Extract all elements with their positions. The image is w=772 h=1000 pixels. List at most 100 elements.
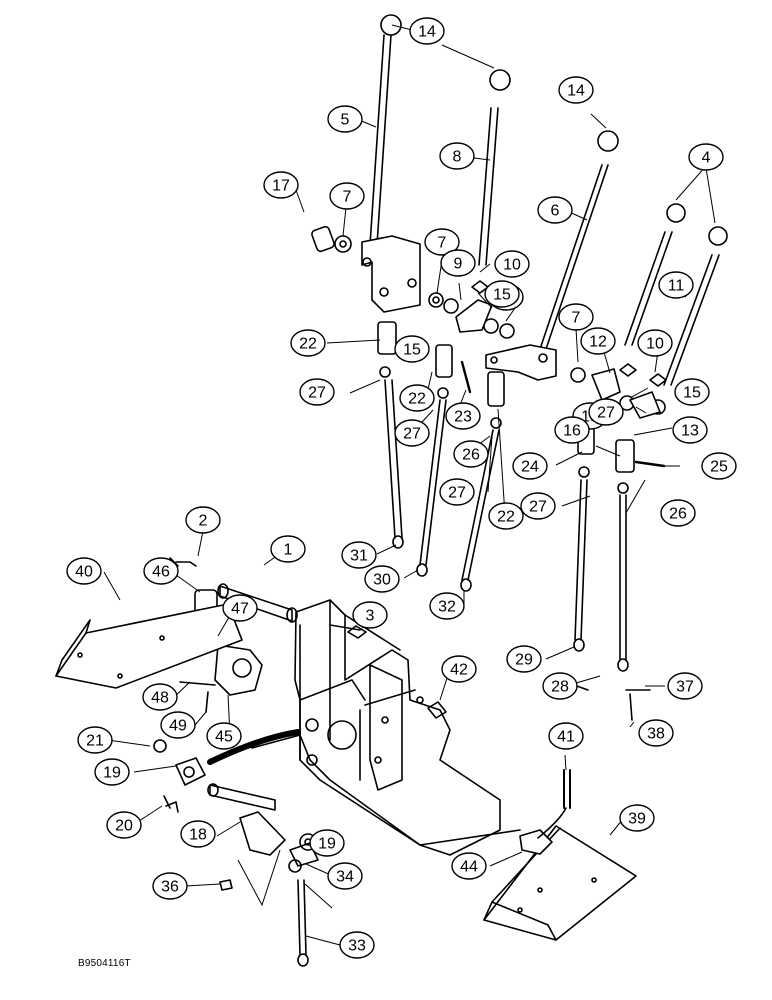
callout-number: 8	[453, 149, 462, 166]
callout-bubble	[440, 249, 476, 277]
callout-27: 27	[588, 398, 624, 426]
callout-number: 31	[350, 548, 368, 565]
callout-number: 34	[336, 869, 354, 886]
callout-number: 41	[557, 729, 575, 746]
callout-bubble	[439, 478, 475, 506]
callout-22: 22	[399, 384, 435, 412]
lever-rod-6	[485, 130, 619, 381]
callout-number: 27	[308, 385, 326, 402]
spacers-and-washers	[311, 225, 667, 419]
callout-23: 23	[445, 402, 481, 430]
callout-bubble	[558, 76, 594, 104]
lower-left-bracket	[153, 739, 206, 813]
callout-6: 6	[537, 196, 573, 224]
callout-45: 45	[206, 722, 242, 750]
callout-bubble	[394, 335, 430, 363]
callout-bubble	[451, 852, 487, 880]
callout-number: 3	[366, 608, 375, 625]
callout-number: 27	[448, 485, 466, 502]
callout-27: 27	[299, 378, 335, 406]
callout-15: 15	[674, 378, 710, 406]
callout-number: 19	[103, 765, 121, 782]
lever-rods-11	[624, 203, 728, 386]
callout-bubble	[352, 601, 388, 629]
callout-bubble	[290, 329, 326, 357]
callout-37: 37	[667, 672, 703, 700]
right-footrest	[483, 769, 637, 941]
callout-47: 47	[222, 594, 258, 622]
callout-10: 10	[494, 250, 530, 278]
callout-number: 44	[460, 859, 478, 876]
callout-10: 10	[637, 329, 673, 357]
callout-29: 29	[506, 645, 542, 673]
callout-bubble	[537, 196, 573, 224]
callout-7: 7	[329, 182, 365, 210]
callout-number: 45	[215, 729, 233, 746]
callout-19: 19	[94, 758, 130, 786]
callout-44: 44	[451, 852, 487, 880]
callout-bubble	[658, 271, 694, 299]
callout-41: 41	[548, 722, 584, 750]
callout-number: 24	[521, 459, 539, 476]
callout-number: 40	[75, 564, 93, 581]
callout-number: 42	[450, 662, 468, 679]
console-frame	[251, 599, 521, 856]
callout-27: 27	[520, 492, 556, 520]
callout-number: 10	[646, 336, 664, 353]
callout-number: 30	[373, 572, 391, 589]
callout-bubbles: 1234567777891010111213141415151515161718…	[66, 17, 737, 959]
callout-bubble	[439, 142, 475, 170]
callout-bubble	[143, 557, 179, 585]
callout-21: 21	[77, 726, 113, 754]
callout-bubble	[327, 862, 363, 890]
callout-number: 22	[299, 336, 317, 353]
callout-bubble	[409, 17, 445, 45]
callout-1: 1	[270, 535, 306, 563]
callout-number: 29	[515, 652, 533, 669]
callout-number: 22	[408, 391, 426, 408]
callout-26: 26	[453, 440, 489, 468]
callout-number: 39	[628, 811, 646, 828]
callout-2: 2	[185, 506, 221, 534]
callout-number: 12	[589, 334, 607, 351]
callout-bubble	[441, 655, 477, 683]
callout-bubble	[106, 811, 142, 839]
callout-number: 16	[563, 423, 581, 440]
callout-number: 10	[503, 257, 521, 274]
callout-bubble	[588, 398, 624, 426]
callout-number: 6	[551, 203, 560, 220]
callout-number: 47	[231, 601, 249, 618]
callout-bubble	[520, 492, 556, 520]
callout-bubble	[327, 105, 363, 133]
callout-27: 27	[394, 419, 430, 447]
callout-bubble	[394, 419, 430, 447]
callout-number: 15	[403, 342, 421, 359]
callout-bubble	[66, 557, 102, 585]
callout-number: 38	[647, 726, 665, 743]
callout-5: 5	[327, 105, 363, 133]
callout-bubble	[339, 931, 375, 959]
callout-bubble	[341, 541, 377, 569]
callout-number: 4	[702, 150, 711, 167]
callout-15: 15	[394, 335, 430, 363]
callout-27: 27	[439, 478, 475, 506]
hose	[207, 729, 301, 765]
callout-number: 7	[343, 189, 352, 206]
callout-14: 14	[409, 17, 445, 45]
callout-30: 30	[364, 565, 400, 593]
callout-bubble	[429, 592, 465, 620]
callout-number: 27	[403, 426, 421, 443]
callout-number: 15	[683, 385, 701, 402]
callout-number: 7	[438, 235, 447, 252]
callout-38: 38	[638, 719, 674, 747]
callout-28: 28	[542, 672, 578, 700]
callout-bubble	[672, 416, 708, 444]
callout-bubble	[548, 722, 584, 750]
callout-bubble	[299, 378, 335, 406]
callout-bubble	[619, 804, 655, 832]
callout-number: 21	[86, 733, 104, 750]
callout-24: 24	[512, 452, 548, 480]
callout-bubble	[542, 672, 578, 700]
callout-bubble	[206, 722, 242, 750]
